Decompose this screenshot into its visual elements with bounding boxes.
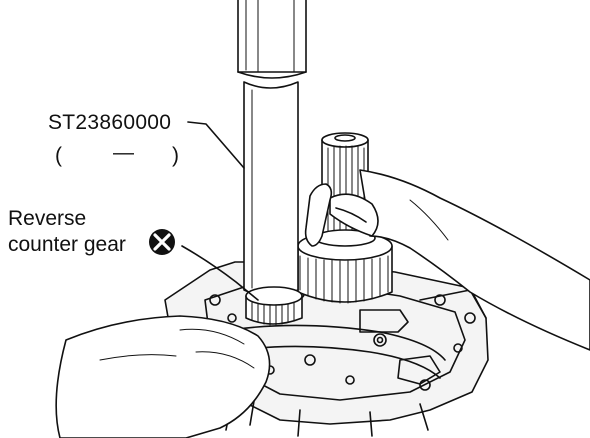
tool-leader-line [187, 121, 245, 169]
gear-label-line1: Reverse [8, 207, 87, 230]
reverse-counter-gear [245, 286, 303, 326]
press-tool [237, 0, 307, 297]
tool-paren-close: ) [172, 144, 179, 167]
right-hand [304, 169, 590, 351]
tool-paren-dash: — [113, 141, 134, 164]
gear-leader-line [181, 245, 259, 301]
left-hand [55, 315, 271, 438]
tool-number-label: ST23860000 [48, 111, 172, 134]
circled-x-icon [149, 229, 175, 255]
tool-paren-open: ( [55, 144, 62, 167]
gear-label-line2: counter gear [8, 233, 126, 256]
